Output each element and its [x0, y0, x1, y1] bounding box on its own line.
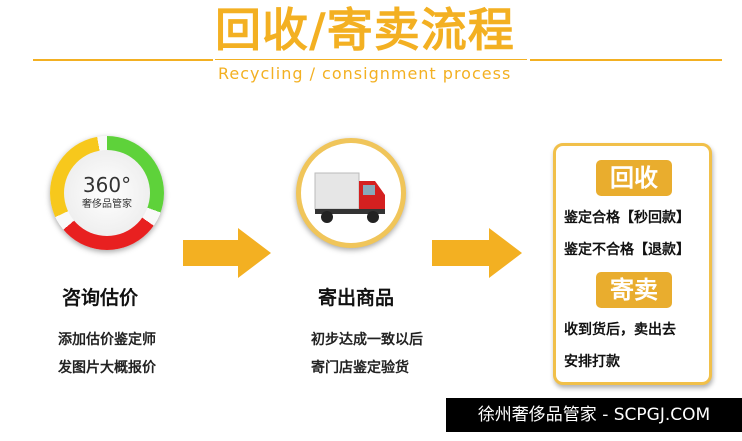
recycle-line: 鉴定合格【秒回款】	[564, 210, 690, 226]
title-divider-right	[530, 59, 722, 61]
consign-badge: 寄卖	[596, 272, 672, 308]
logo-number: 360°	[82, 173, 132, 197]
truck-icon	[314, 172, 385, 223]
arrow-right-icon	[432, 228, 522, 278]
recycle-line: 鉴定不合格【退款】	[564, 242, 690, 258]
title-underline	[215, 59, 527, 60]
step1-line: 发图片大概报价	[58, 360, 156, 376]
step2-line: 寄门店鉴定验货	[311, 360, 409, 376]
arrow-right-icon	[183, 228, 271, 278]
recycle-badge: 回收	[596, 160, 672, 196]
step1-line: 添加估价鉴定师	[58, 332, 156, 348]
footer-watermark: 徐州奢侈品管家 - SCPGJ.COM	[446, 398, 742, 432]
360-logo: 360° 奢侈品管家	[50, 136, 164, 250]
logo-text: 奢侈品管家	[82, 199, 132, 210]
consign-line: 收到货后，卖出去	[564, 322, 676, 338]
page-title: 回收/寄卖流程	[215, 3, 515, 57]
page-subtitle: Recycling / consignment process	[218, 64, 512, 83]
consign-line: 安排打款	[564, 354, 620, 370]
result-card: 回收 鉴定合格【秒回款】 鉴定不合格【退款】 寄卖 收到货后，卖出去 安排打款	[553, 143, 712, 385]
truck-badge	[296, 138, 406, 248]
step1-title: 咨询估价	[62, 287, 139, 309]
step2-title: 寄出商品	[318, 287, 395, 309]
step2-line: 初步达成一致以后	[311, 332, 423, 348]
title-divider-left	[33, 59, 213, 61]
